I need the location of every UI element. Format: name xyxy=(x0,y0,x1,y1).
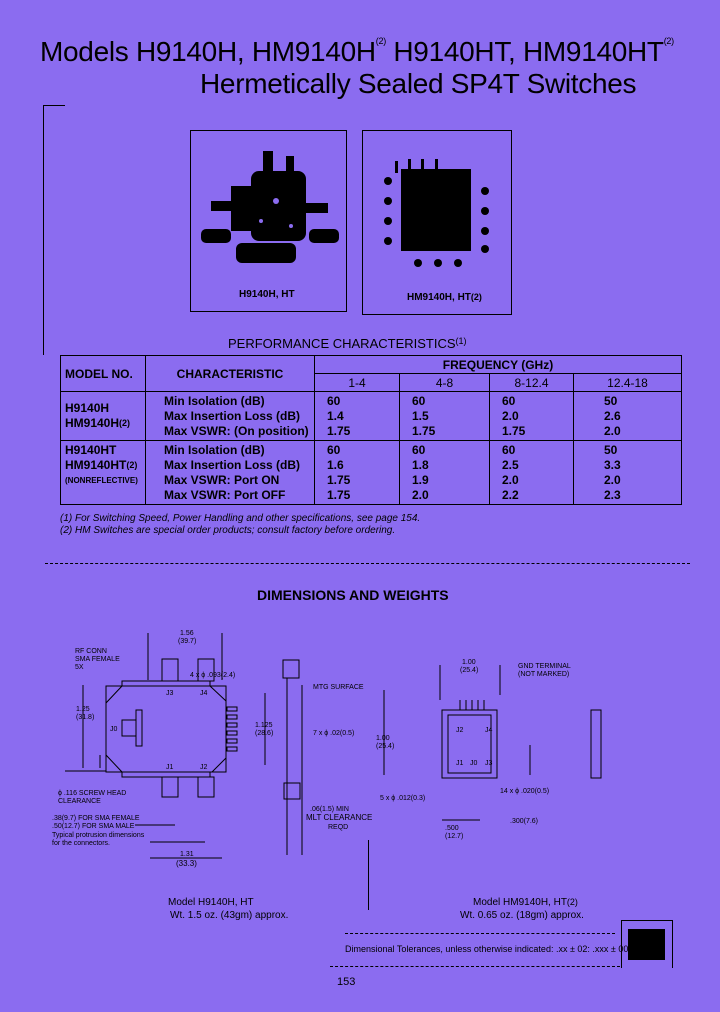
svg-text:.50(12.7) FOR SMA MALE: .50(12.7) FOR SMA MALE xyxy=(52,823,135,830)
col-frequency: FREQUENCY (GHz) xyxy=(314,355,682,374)
page-title-line1: Models H9140H, HM9140H(2) H9140HT, HM914… xyxy=(40,36,674,67)
svg-text:(28.6): (28.6) xyxy=(255,730,273,737)
photo-caption: HM9140H, HT(2) xyxy=(407,292,482,303)
svg-text:REQD: REQD xyxy=(328,824,348,831)
dimensions-title: DIMENSIONS AND WEIGHTS xyxy=(257,587,449,603)
characteristic-cell: Min Isolation (dB)Max Insertion Loss (dB… xyxy=(145,391,315,441)
svg-text:for the connectors.: for the connectors. xyxy=(52,840,110,847)
svg-text:1.00: 1.00 xyxy=(462,659,476,666)
svg-text:1.31: 1.31 xyxy=(180,851,194,858)
performance-table: MODEL NO. CHARACTERISTIC FREQUENCY (GHz)… xyxy=(60,355,682,505)
svg-text:1.25: 1.25 xyxy=(76,706,90,713)
svg-text:5 x ϕ .012(0.3): 5 x ϕ .012(0.3) xyxy=(380,795,425,802)
margin-rule xyxy=(43,105,44,355)
drawing-divider xyxy=(368,840,369,910)
footnote-2: (2) HM Switches are special order produc… xyxy=(60,525,396,536)
svg-text:.300(7.6): .300(7.6) xyxy=(510,818,538,825)
svg-text:14 x ϕ .020(0.5): 14 x ϕ .020(0.5) xyxy=(500,788,549,795)
svg-text:(25.4): (25.4) xyxy=(460,667,478,674)
right-weight: Wt. 0.65 oz. (18gm) approx. xyxy=(460,910,584,921)
svg-text:J4: J4 xyxy=(485,727,493,734)
band-header: 4-8 xyxy=(399,373,490,392)
svg-text:1.00: 1.00 xyxy=(376,735,390,742)
switch-pin-module-image xyxy=(384,159,489,267)
svg-text:(39.7): (39.7) xyxy=(178,638,196,645)
svg-text:ϕ .116 SCREW HEAD: ϕ .116 SCREW HEAD xyxy=(58,790,126,797)
photo-caption: H9140H, HT xyxy=(239,289,295,300)
mlt-clearance-label: MLT CLEARANCE xyxy=(306,813,372,822)
label: RF CONN xyxy=(75,648,107,655)
svg-text:1.125: 1.125 xyxy=(255,722,273,729)
dimension-drawing-hm9140h: GND TERMINAL (NOT MARKED) 1.00 (25.4) 1.… xyxy=(376,659,602,840)
svg-text:7 x ϕ .02(0.5): 7 x ϕ .02(0.5) xyxy=(313,730,354,737)
svg-text:.38(9.7) FOR SMA FEMALE: .38(9.7) FOR SMA FEMALE xyxy=(52,815,140,822)
svg-text:GND TERMINAL: GND TERMINAL xyxy=(518,663,571,670)
characteristic-cell: Min Isolation (dB)Max Insertion Loss (dB… xyxy=(145,440,315,505)
footnote-1: (1) For Switching Speed, Power Handling … xyxy=(60,513,421,524)
svg-text:(25.4): (25.4) xyxy=(376,743,394,750)
col-characteristic: CHARACTERISTIC xyxy=(145,355,315,392)
svg-text:J2: J2 xyxy=(456,727,464,734)
svg-text:J4: J4 xyxy=(200,690,208,697)
left-weight: Wt. 1.5 oz. (43gm) approx. xyxy=(170,910,289,921)
d4-metric-label: (33.3) xyxy=(176,859,197,868)
svg-text:J3: J3 xyxy=(166,690,174,697)
band-header: 12.4-18 xyxy=(573,373,682,392)
housing-outline xyxy=(105,685,227,773)
product-photo-hm9140h: HM9140H, HT(2) xyxy=(362,130,512,315)
svg-text:SMA FEMALE: SMA FEMALE xyxy=(75,656,120,663)
band-header: 1-4 xyxy=(314,373,400,392)
switch-connectorized-image xyxy=(201,151,339,263)
svg-text:(31.8): (31.8) xyxy=(76,714,94,721)
svg-text:.06(1.5) MIN: .06(1.5) MIN xyxy=(310,806,349,813)
svg-text:CLEARANCE: CLEARANCE xyxy=(58,798,101,805)
svg-text:5X: 5X xyxy=(75,664,84,671)
product-photo-h9140h: H9140H, HT xyxy=(190,130,347,312)
left-model-caption: Model H9140H, HT xyxy=(168,897,254,908)
svg-text:Typical protrusion dimensions: Typical protrusion dimensions xyxy=(52,832,145,839)
page-number: 153 xyxy=(337,976,356,988)
page-title-line2: Hermetically Sealed SP4T Switches xyxy=(200,68,637,99)
divider xyxy=(45,563,690,564)
performance-title: PERFORMANCE CHARACTERISTICS(1) xyxy=(228,336,467,351)
right-model-caption: Model HM9140H, HT(2) xyxy=(473,897,578,908)
margin-rule-top xyxy=(43,105,65,106)
svg-text:J0: J0 xyxy=(470,760,478,767)
tolerances-note: Dimensional Tolerances, unless otherwise… xyxy=(345,944,634,954)
svg-text:1.56: 1.56 xyxy=(180,630,194,637)
svg-text:(12.7): (12.7) xyxy=(445,833,463,840)
svg-text:(NOT MARKED): (NOT MARKED) xyxy=(518,671,569,678)
svg-text:J1: J1 xyxy=(456,760,464,767)
band-header: 8-12.4 xyxy=(489,373,574,392)
svg-text:4 x ϕ .093(2.4): 4 x ϕ .093(2.4) xyxy=(190,672,235,679)
svg-text:MTG SURFACE: MTG SURFACE xyxy=(313,684,364,691)
svg-text:J3: J3 xyxy=(485,760,493,767)
svg-text:J0: J0 xyxy=(110,726,118,733)
svg-text:.500: .500 xyxy=(445,825,459,832)
svg-text:J1: J1 xyxy=(166,764,174,771)
logo-frame xyxy=(621,920,673,968)
col-model: MODEL NO. xyxy=(60,355,146,392)
svg-text:J2: J2 xyxy=(200,764,208,771)
dimension-drawing-h9140h: RF CONN SMA FEMALE 5X 4 x ϕ .093(2.4) MT… xyxy=(52,630,372,868)
company-logo xyxy=(628,929,665,960)
